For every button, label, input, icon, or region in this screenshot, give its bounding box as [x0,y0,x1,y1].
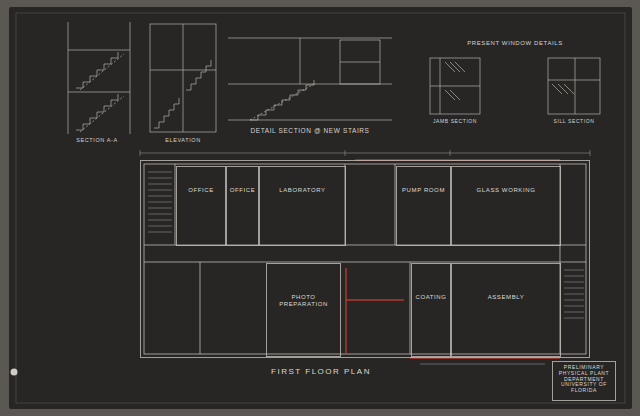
stair-elevation [183,24,184,132]
stair-detail-section [250,84,314,120]
section-a-a [130,22,131,134]
stair-hatching [148,172,172,232]
section-a-a [68,92,130,93]
punch-hole [11,369,18,376]
dimension-line [420,364,545,365]
drawing-title: SECTION A-A [76,137,117,143]
room-box: PHOTO PREPARATION [266,263,341,357]
room-box: ASSEMBLY [451,263,561,357]
stair-detail-section [340,62,380,63]
stair-elevation [186,60,211,90]
sheet [9,7,632,409]
floor-plan: FIRST FLOOR PLANOFFICEOFFICELABORATORYPU… [140,160,590,358]
title-block-text: UNIVERSITY OF FLORIDA [553,382,615,394]
section-a-a [80,96,124,132]
room-name: LABORATORY [260,187,345,194]
stair-detail-section [250,80,314,120]
red-markup [346,268,404,354]
dimension-line [140,150,590,364]
window-details [552,84,574,94]
drawing-title: PRESENT WINDOW DETAILS [467,40,563,47]
drawing-title: JAMB SECTION [433,119,477,125]
window-details [430,58,480,114]
stair-detail-section [228,38,392,120]
drawing-title: SILL SECTION [554,119,595,125]
window-details [575,58,576,114]
drawing-title: ELEVATION [165,137,200,143]
room-box: LABORATORY [259,166,346,246]
dimension-line [140,153,590,154]
room-box: GLASS WORKING [451,166,561,246]
border-line [16,13,625,403]
title-block-text: PHYSICAL PLANT DEPARTMENT [553,371,615,383]
stair-elevation [150,24,216,132]
room-name: PHOTO PREPARATION [267,294,340,308]
window-details [548,80,600,81]
drawing-title: DETAIL SECTION @ NEW STAIRS [250,127,369,134]
room-name: COATING [412,294,450,301]
section-a-a [68,22,130,134]
room-box: OFFICE [226,166,259,246]
room-box: PUMP ROOM [396,166,451,246]
room-name: PUMP ROOM [397,187,450,194]
plan-title: FIRST FLOOR PLAN [241,367,401,376]
stair-elevation [150,24,216,132]
plan-walls [144,164,586,354]
room-name: OFFICE [177,187,225,194]
stair-detail-section [300,38,301,84]
window-details [430,58,600,114]
plan-walls [200,262,201,354]
window-details [548,58,600,114]
window-details [430,86,480,87]
room-name: ASSEMBLY [452,294,560,301]
title-block: PRELIMINARYPHYSICAL PLANT DEPARTMENTUNIV… [552,361,616,401]
window-details [445,62,465,100]
section-a-a [76,52,118,88]
room-box: COATING [411,263,451,357]
section-a-a [76,94,118,130]
stair-hatching [148,172,584,318]
section-a-a [68,22,69,134]
room-name: GLASS WORKING [452,187,560,194]
room-box: OFFICE [176,166,226,246]
red-markup [346,160,560,358]
room-name: OFFICE [227,187,258,194]
stair-detail-section [228,38,392,39]
dimension-line [140,150,590,156]
section-a-a [80,54,124,90]
stair-hatching [564,270,584,318]
section-a-a [68,50,130,51]
stair-detail-section [340,40,380,84]
stair-elevation [154,98,179,128]
stair-elevation [150,70,216,71]
plan-walls [144,164,586,354]
